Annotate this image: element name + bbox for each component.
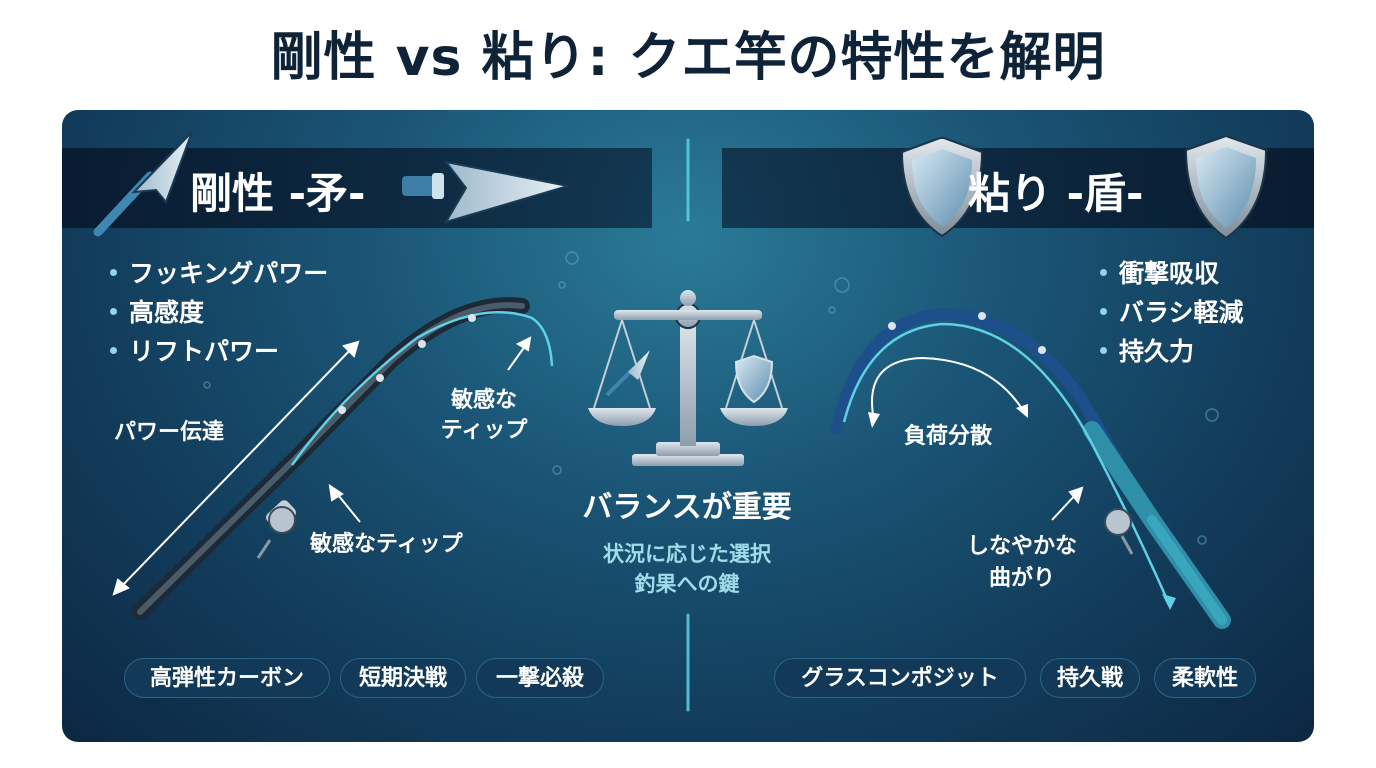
right-heading: 粘り -盾- <box>968 169 1144 218</box>
balance-scale-icon <box>588 290 788 466</box>
tag-high-modulus-carbon: 高弾性カーボン <box>124 658 330 698</box>
tip-arrow-top <box>507 336 532 371</box>
bend-label-line1: しなやかな <box>966 534 1077 559</box>
right-bullet-list: 衝撃吸収 バラシ軽減 持久力 <box>1100 254 1244 371</box>
list-item: 高感度 <box>110 293 328 332</box>
tag-glass-composite: グラスコンポジット <box>774 658 1026 698</box>
shield-icon <box>1184 134 1268 240</box>
fishing-rod-icon <box>132 297 554 620</box>
tag-endurance-battle: 持久戦 <box>1040 658 1140 698</box>
illustration-layer <box>93 131 1268 712</box>
bubbles <box>203 251 1219 545</box>
spear-icon <box>402 160 569 224</box>
list-item: バラシ軽減 <box>1100 293 1244 332</box>
tag-one-strike: 一撃必殺 <box>476 658 604 698</box>
tip-label-top-line2: ティップ <box>440 418 528 443</box>
list-item: リフトパワー <box>110 332 328 371</box>
page-title: 剛性 vs 粘り: クエ竿の特性を解明 <box>270 28 1106 88</box>
comparison-panel: 剛性 -矛- フッキングパワー 高感度 リフトパワー パワー伝達 敏感な ティッ… <box>62 110 1314 742</box>
list-item: 衝撃吸収 <box>1100 254 1244 293</box>
balance-subtitle-line2: 釣果への鍵 <box>634 572 740 596</box>
balance-subtitle-line1: 状況に応じた選択 <box>603 542 771 566</box>
tip-arrow-bottom <box>328 483 361 523</box>
tip-label-bottom: 敏感なティップ <box>310 532 463 557</box>
tag-short-battle: 短期決戦 <box>340 658 466 698</box>
bend-arrow <box>1051 486 1084 521</box>
load-distribution-arrow <box>871 356 1025 421</box>
shield-icon <box>900 137 984 238</box>
load-distribution-label: 負荷分散 <box>904 424 993 449</box>
bend-label-line2: 曲がり <box>988 566 1055 591</box>
power-transfer-label: パワー伝達 <box>114 420 225 445</box>
list-item: フッキングパワー <box>110 254 328 293</box>
list-item: 持久力 <box>1100 332 1244 371</box>
left-heading: 剛性 -矛- <box>190 169 366 218</box>
tag-flexibility: 柔軟性 <box>1154 658 1256 698</box>
left-bullet-list: フッキングパワー 高感度 リフトパワー <box>110 254 328 371</box>
fishing-rod-icon <box>831 307 1231 629</box>
balance-title: バランスが重要 <box>582 490 792 525</box>
power-arrow <box>112 340 360 596</box>
spear-icon <box>93 131 193 237</box>
tip-label-top-line1: 敏感な <box>450 388 517 413</box>
